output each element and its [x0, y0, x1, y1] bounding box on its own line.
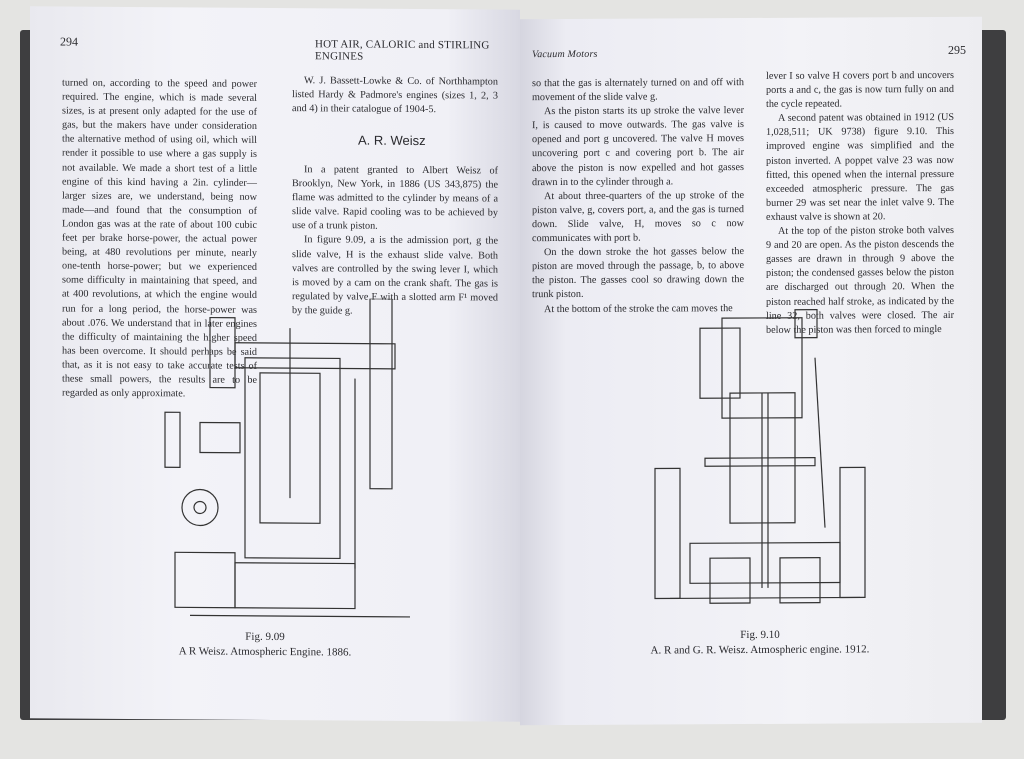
paragraph: so that the gas is alternately turned on… — [532, 77, 744, 104]
engine-drawing-fig-9-09 — [164, 298, 410, 618]
running-head: Vacuum Motors — [532, 48, 598, 61]
paragraph: On the down stroke the hot gasses below … — [532, 246, 744, 301]
paragraph: W. J. Bassett-Lowke & Co. of Northhampto… — [292, 75, 498, 116]
page-number: 295 — [948, 42, 966, 57]
left-page: 294 HOT AIR, CALORIC and STIRLING ENGINE… — [30, 6, 520, 722]
figure-label: Fig. 9.09 — [245, 630, 285, 644]
figure-title: A. R and G. R. Weisz. Atmospheric engine… — [650, 643, 870, 657]
paragraph: lever I so valve H covers port b and unc… — [766, 69, 954, 111]
paragraph: In a patent granted to Albert Weisz of B… — [292, 164, 498, 233]
section-heading: A. R. Weisz — [358, 132, 426, 149]
text-column: so that the gas is alternately turned on… — [532, 76, 744, 317]
figure-title: A R Weisz. Atmospheric Engine. 1886. — [178, 645, 352, 659]
running-head: HOT AIR, CALORIC and STIRLING ENGINES — [315, 38, 490, 63]
paragraph: A second patent was obtained in 1912 (US… — [766, 112, 954, 223]
text-column: W. J. Bassett-Lowke & Co. of Northhampto… — [292, 74, 498, 118]
text-column: In a patent granted to Albert Weisz of B… — [292, 163, 498, 319]
figure-label: Fig. 9.10 — [740, 628, 780, 642]
paragraph: As the piston starts its up stroke the v… — [532, 105, 744, 188]
page-number: 294 — [60, 34, 78, 49]
figure-caption: Fig. 9.09 A R Weisz. Atmospheric Engine.… — [160, 629, 370, 660]
right-page: Vacuum Motors 295 so that the gas is alt… — [520, 16, 982, 726]
figure-caption: Fig. 9.10 A. R and G. R. Weisz. Atmosphe… — [630, 627, 890, 658]
paragraph: At about three-quarters of the up stroke… — [532, 189, 744, 245]
engine-drawing-fig-9-10 — [654, 309, 866, 604]
